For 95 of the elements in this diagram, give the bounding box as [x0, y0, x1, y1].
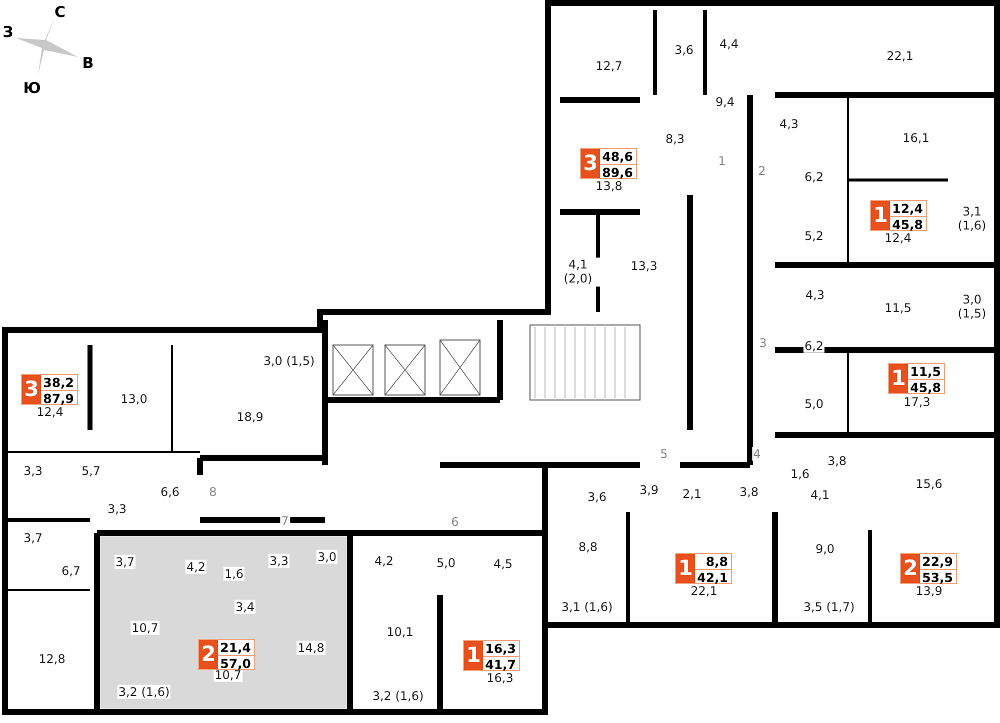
- area-label: 12,8: [38, 652, 66, 666]
- apartment-badge: [675, 553, 732, 584]
- area-label: 5,0: [435, 556, 457, 570]
- area-label: 1,6: [223, 566, 245, 582]
- door-number: 6: [450, 514, 460, 530]
- room-count: 3: [22, 375, 41, 404]
- area-label: 17,3: [902, 394, 932, 410]
- area-label: 1,6: [789, 466, 811, 482]
- area-label: 3,7: [22, 530, 44, 546]
- apartment-badge: [198, 639, 255, 670]
- apartment-badge: [888, 363, 945, 394]
- compass-letter: С: [54, 3, 66, 21]
- area-value: 45,8: [891, 217, 924, 232]
- area-label: 3,3: [106, 502, 128, 516]
- area-label: 2,1: [681, 486, 703, 502]
- area-label: 3,6: [586, 490, 608, 504]
- apartment-badge: [463, 640, 520, 671]
- area-label: 4,1: [809, 488, 831, 502]
- area-label: 3,0 (1,5): [262, 354, 316, 368]
- door-number: 8: [208, 484, 218, 500]
- area-label: 3,4: [234, 600, 256, 614]
- area-label: 14,8: [296, 640, 326, 656]
- area-label: 12,7: [594, 58, 624, 74]
- area-label: 3,2 (1,6): [371, 688, 425, 704]
- area-label: 9,0: [814, 542, 836, 556]
- area-label: 3,5 (1,7): [802, 600, 856, 614]
- apartment-badge: [900, 553, 957, 584]
- room-count: 2: [901, 554, 920, 583]
- area-value: 38,2: [41, 375, 77, 391]
- area-label: 4,3: [804, 288, 826, 302]
- area-value: 42,1: [696, 570, 729, 585]
- room-count: 1: [464, 641, 483, 670]
- area-label: 3,0: [316, 550, 338, 564]
- room-count: 1: [889, 364, 908, 393]
- area-label: 4,3: [778, 116, 800, 132]
- room-count: 3: [581, 149, 600, 178]
- door-number: 4: [752, 446, 762, 462]
- apartment-badge: [580, 148, 637, 179]
- area-label: 3,2 (1,6): [117, 684, 171, 700]
- area-value: 21,4: [218, 640, 254, 656]
- area-label: 4,5: [492, 556, 514, 572]
- area-label: 3,8: [738, 484, 760, 500]
- door-number: 5: [659, 446, 669, 462]
- area-label: 6,6: [159, 484, 181, 500]
- room-count: 1: [871, 201, 890, 230]
- area-value: 45,8: [909, 380, 942, 395]
- area-label: 5,2: [803, 228, 825, 244]
- area-label: 16,1: [902, 130, 930, 146]
- area-label: 3,3: [22, 464, 44, 478]
- area-label: 12,4: [36, 404, 64, 420]
- area-label: 3,6: [673, 42, 695, 58]
- area-value: 11,5: [908, 364, 944, 380]
- area-label: 3,3: [268, 554, 290, 568]
- room-count: 1: [676, 554, 695, 583]
- area-label: 22,1: [886, 48, 914, 64]
- area-label: 5,7: [80, 464, 102, 478]
- area-label: 8,8: [577, 540, 599, 554]
- door-number: 3: [758, 336, 768, 350]
- area-label: 3,1 (1,6): [560, 600, 614, 614]
- area-value: 89,6: [601, 165, 634, 180]
- area-label: 10,1: [386, 624, 414, 640]
- area-label: 6,2: [803, 170, 825, 184]
- area-label: 12,4: [884, 230, 912, 246]
- area-label: 13,8: [594, 178, 624, 194]
- area-label: 9,4: [714, 94, 736, 110]
- area-value: 16,3: [483, 641, 519, 657]
- area-label: 3,8: [826, 454, 848, 468]
- area-label: 16,3: [486, 670, 514, 686]
- area-value: 12,4: [890, 201, 926, 217]
- area-label: 5,0: [803, 396, 825, 412]
- apartment-badge: [870, 200, 927, 231]
- area-label: 15,6: [914, 476, 944, 492]
- area-label: 13,9: [914, 584, 944, 598]
- area-label: 22,1: [690, 584, 718, 598]
- apartment-badge: [21, 374, 78, 405]
- area-value: 48,6: [600, 149, 636, 165]
- area-label: 3,7: [114, 554, 136, 570]
- area-label: 10,7: [130, 620, 160, 636]
- area-label: 11,5: [884, 300, 912, 316]
- area-value: 22,9: [920, 554, 956, 570]
- area-value: 8,8: [695, 554, 731, 570]
- area-label: 6,2: [803, 338, 825, 354]
- area-label: 4,2: [373, 554, 395, 568]
- area-label: 13,0: [120, 392, 148, 406]
- area-label: 18,9: [236, 410, 264, 424]
- area-label: 13,3: [630, 258, 658, 274]
- area-label: 4,4: [718, 36, 740, 52]
- area-value: 87,9: [42, 391, 75, 406]
- area-label: 3,9: [638, 482, 660, 498]
- area-label: 6,7: [60, 564, 82, 578]
- area-value: 53,5: [921, 570, 954, 585]
- area-value: 41,7: [484, 657, 517, 672]
- area-label: 4,2: [185, 560, 207, 574]
- room-count: 2: [199, 640, 218, 669]
- area-label: 8,3: [664, 132, 686, 146]
